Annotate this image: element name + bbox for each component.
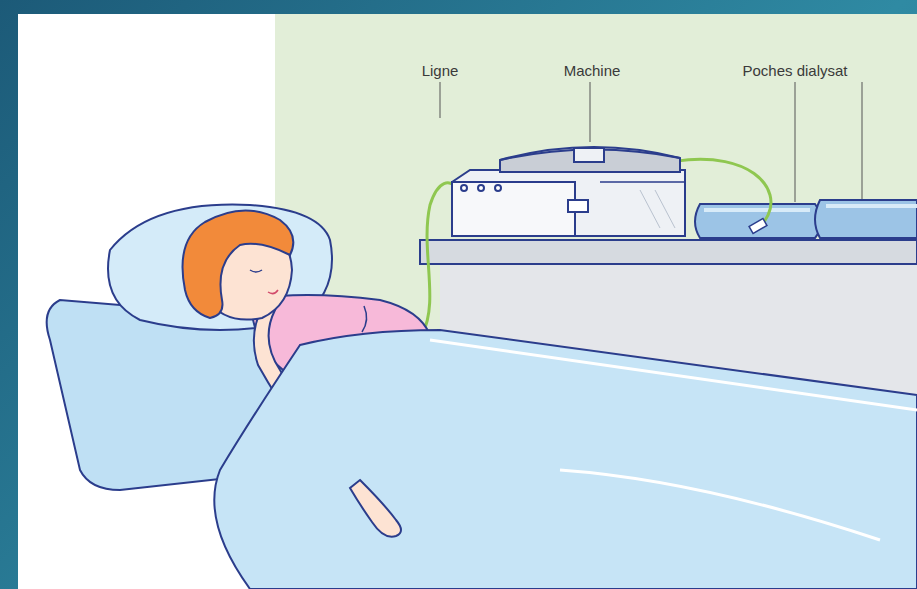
table-top [420,240,917,264]
blanket-fold [560,470,880,540]
panel [18,14,917,589]
part-label: Poches dialysat [742,62,847,80]
dialysate-bags [695,200,917,238]
blanket-fold [430,340,917,410]
blanket [214,330,917,589]
part-label: Machine [564,62,621,80]
cycler-machine [452,147,685,236]
part-label: Ligne [422,62,459,80]
connector-clip [749,219,767,234]
hand [350,480,401,537]
tubing [422,159,771,335]
